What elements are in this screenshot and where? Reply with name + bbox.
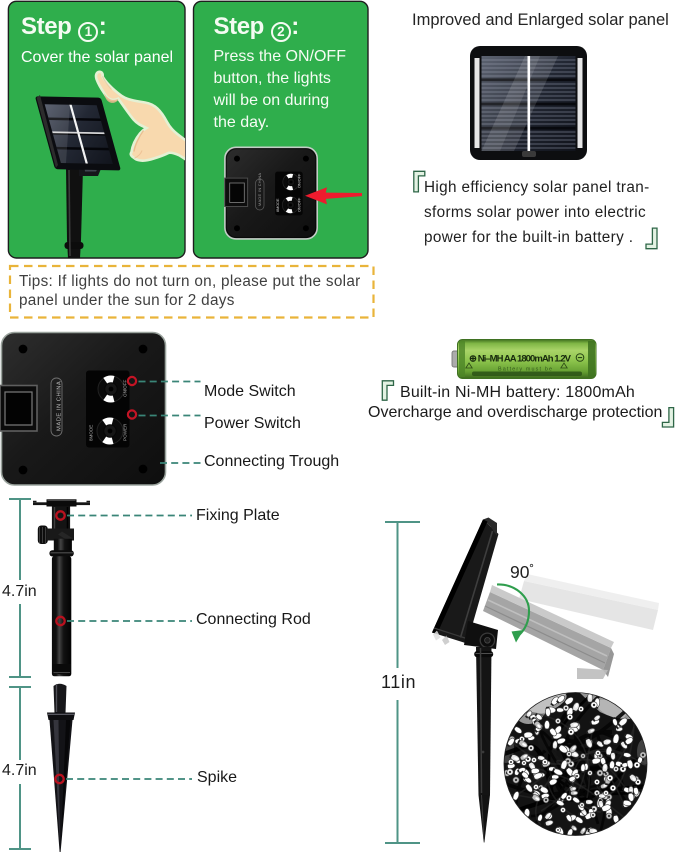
svg-text:8MODE: 8MODE bbox=[276, 198, 280, 212]
svg-text:ON/OFF: ON/OFF bbox=[123, 379, 128, 397]
svg-text:MADE IN CHINA: MADE IN CHINA bbox=[57, 381, 63, 431]
svg-text:ON/OFF: ON/OFF bbox=[297, 173, 301, 188]
svg-text:⊕ Ni–MH AA 1800mAh 1.2V: ⊕ Ni–MH AA 1800mAh 1.2V bbox=[469, 354, 572, 365]
svg-text:ON/OFF: ON/OFF bbox=[297, 197, 301, 212]
svg-text:8MODE: 8MODE bbox=[89, 425, 94, 441]
svg-text:MADE IN CHINA: MADE IN CHINA bbox=[257, 173, 262, 206]
svg-text:POWER: POWER bbox=[123, 423, 128, 441]
svg-text:Battery must be: Battery must be bbox=[498, 367, 553, 373]
